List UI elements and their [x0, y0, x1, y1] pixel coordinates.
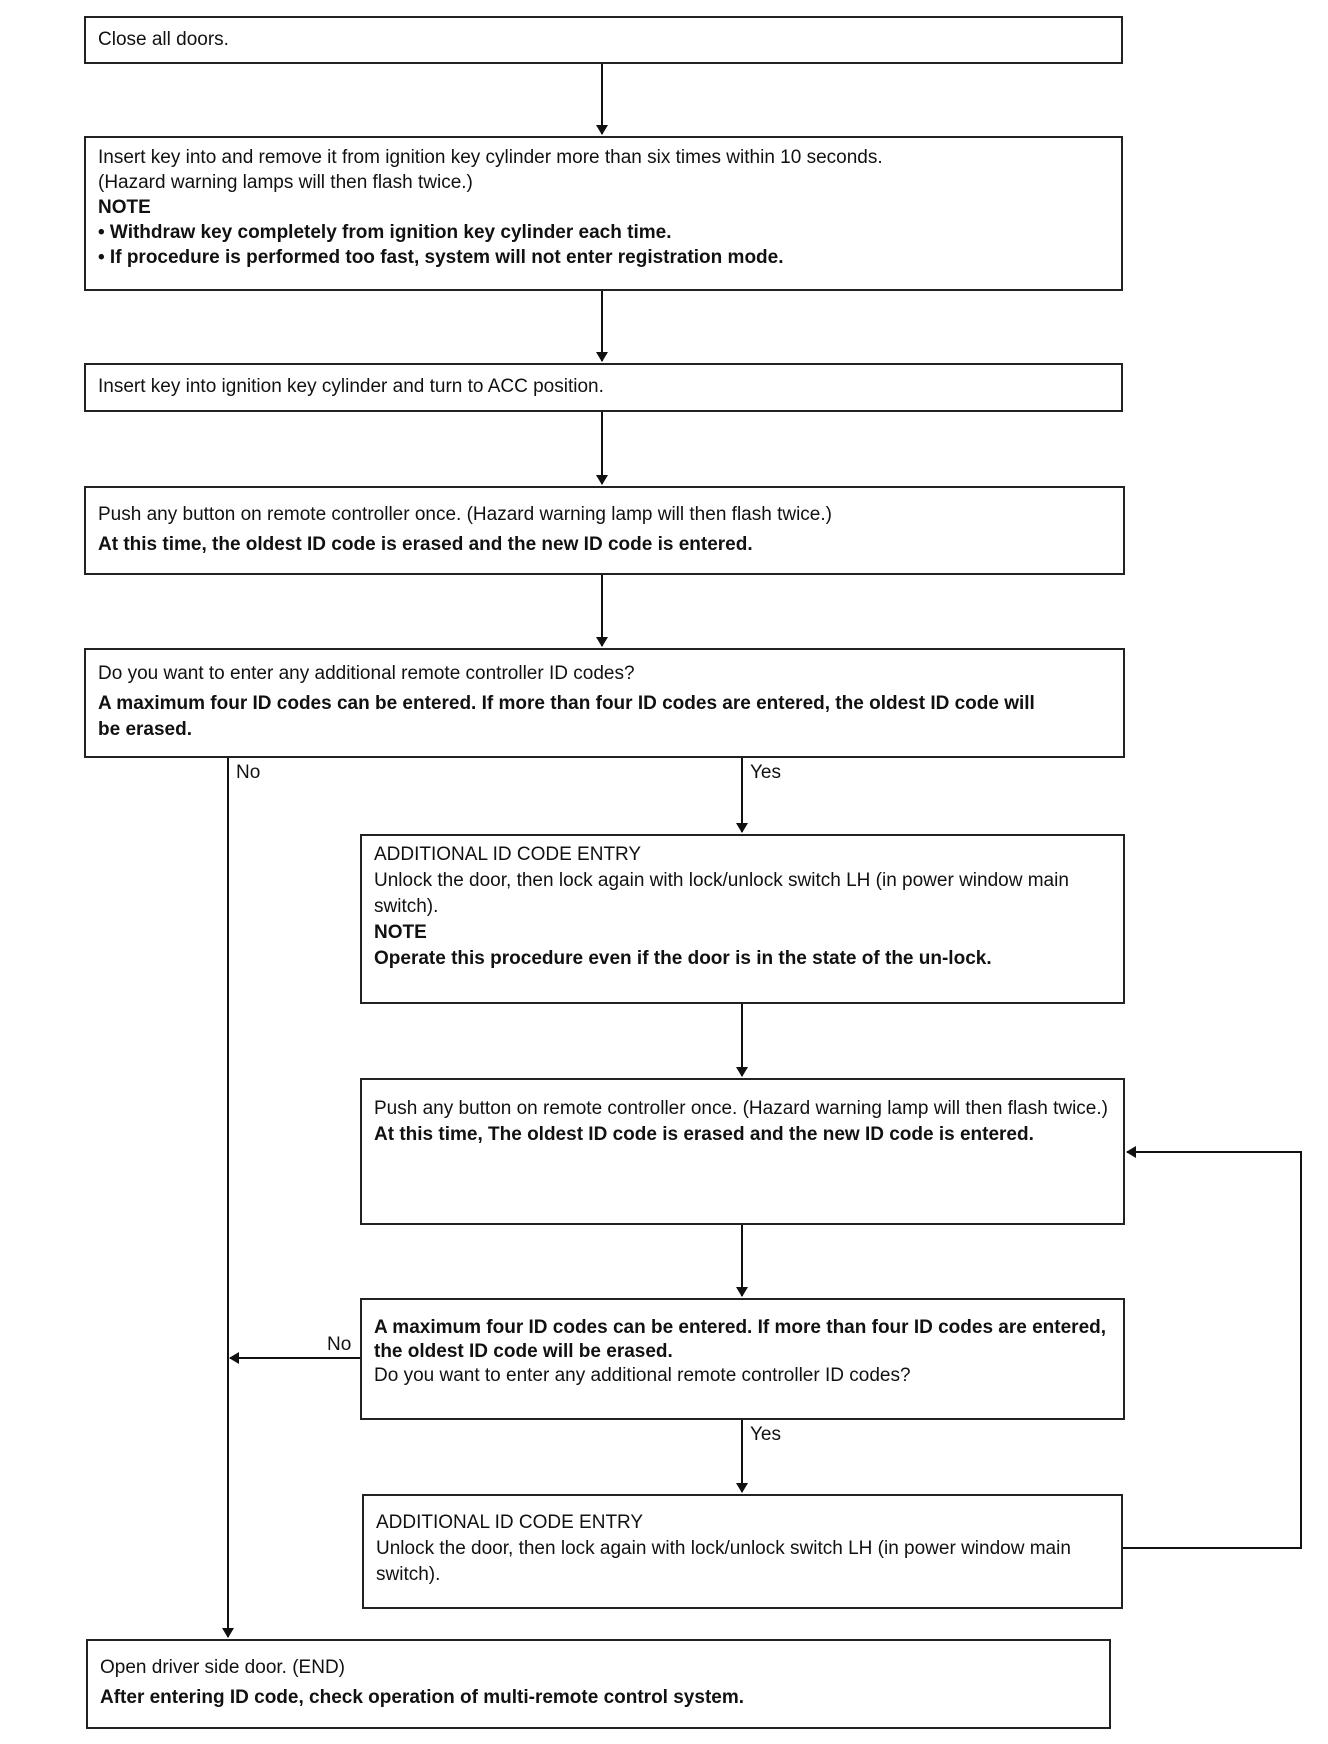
step-text: Push any button on remote controller onc…	[374, 1098, 1108, 1119]
note-heading: NOTE	[98, 197, 151, 218]
decision-additional-codes: Do you want to enter any additional remo…	[84, 648, 1125, 758]
entry-title: ADDITIONAL ID CODE ENTRY	[376, 1512, 644, 1533]
step-text: Insert key into and remove it from ignit…	[98, 147, 883, 168]
step-text: Unlock the door, then lock again with lo…	[376, 1538, 1071, 1585]
step-emphasis: After entering ID code, check operation …	[100, 1687, 745, 1708]
label-yes: Yes	[750, 762, 781, 783]
step-push-button-repeat: Push any button on remote controller onc…	[360, 1078, 1125, 1225]
question-text: Do you want to enter any additional remo…	[374, 1365, 911, 1386]
note-bullet: • If procedure is performed too fast, sy…	[98, 247, 784, 268]
step-emphasis: A maximum four ID codes can be entered. …	[374, 1317, 1107, 1362]
note-text: Operate this procedure even if the door …	[374, 948, 992, 969]
step-end: Open driver side door. (END) After enter…	[86, 1639, 1111, 1729]
label-yes: Yes	[750, 1424, 781, 1445]
step-close-doors: Close all doors.	[84, 16, 1123, 64]
note-heading: NOTE	[374, 922, 427, 943]
step-emphasis: At this time, the oldest ID code is eras…	[98, 534, 753, 555]
label-no: No	[236, 762, 261, 783]
entry-title: ADDITIONAL ID CODE ENTRY	[374, 844, 642, 865]
step-text: Push any button on remote controller onc…	[98, 504, 832, 525]
step-insert-remove-key: Insert key into and remove it from ignit…	[84, 136, 1123, 291]
note-bullet: • Withdraw key completely from ignition …	[98, 222, 672, 243]
step-text: Close all doors.	[98, 29, 229, 50]
step-emphasis: A maximum four ID codes can be entered. …	[98, 693, 1035, 740]
step-push-button: Push any button on remote controller onc…	[84, 486, 1125, 575]
step-additional-entry-repeat: ADDITIONAL ID CODE ENTRY Unlock the door…	[362, 1494, 1123, 1609]
step-text: Open driver side door. (END)	[100, 1657, 345, 1678]
step-turn-acc: Insert key into ignition key cylinder an…	[84, 363, 1123, 412]
label-no: No	[327, 1334, 352, 1355]
step-text: Insert key into ignition key cylinder an…	[98, 376, 604, 397]
step-additional-entry: ADDITIONAL ID CODE ENTRY Unlock the door…	[360, 834, 1125, 1004]
step-emphasis: At this time, The oldest ID code is eras…	[374, 1124, 1034, 1145]
decision-more-codes: A maximum four ID codes can be entered. …	[360, 1298, 1125, 1420]
question-text: Do you want to enter any additional remo…	[98, 663, 635, 684]
step-text-hazard: (Hazard warning lamps will then flash tw…	[98, 172, 473, 193]
step-text: Unlock the door, then lock again with lo…	[374, 870, 1069, 917]
arrow-loop-back	[1123, 1146, 1302, 1549]
